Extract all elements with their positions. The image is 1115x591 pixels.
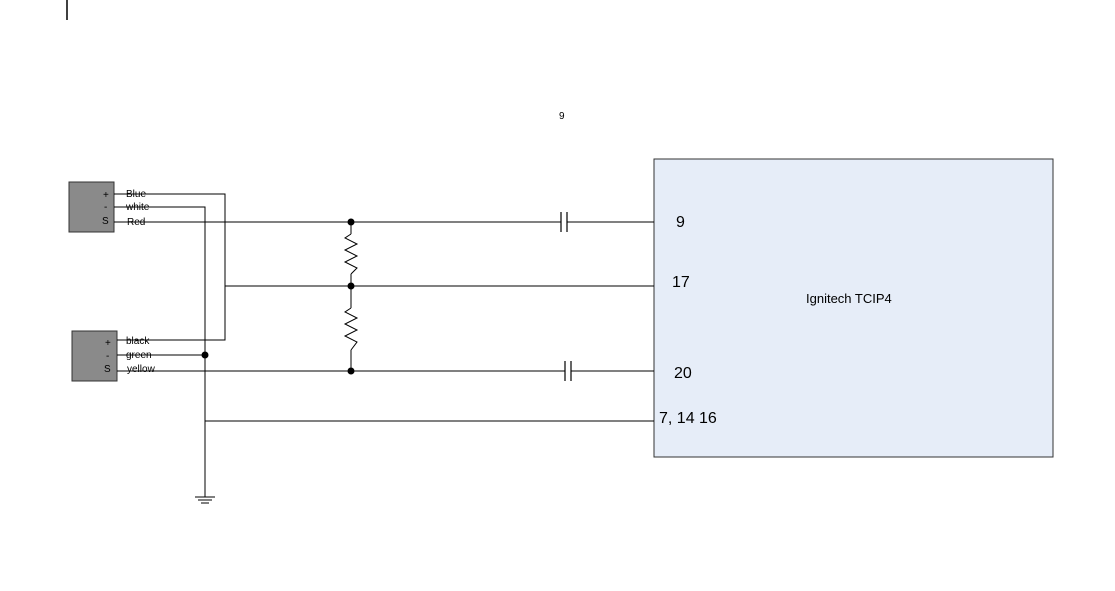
- sensor-top-signal: S: [102, 216, 109, 227]
- pin-20-label: 20: [674, 365, 692, 382]
- sensor-top-box: [68, 181, 115, 233]
- sensor-bottom-minus: -: [106, 351, 109, 362]
- ignitech-module-box: [653, 158, 1054, 458]
- module-label: Ignitech TCIP4: [806, 291, 892, 306]
- pin-17-label: 17: [672, 274, 690, 291]
- sensor-bottom-box: [71, 330, 118, 382]
- sensor-top-minus: -: [104, 202, 107, 213]
- pin-7-14-16-label: 7, 14 16: [659, 410, 717, 427]
- junction-dot-yellow: [347, 367, 355, 375]
- pin-9-label: 9: [676, 214, 685, 231]
- sensor-bottom-signal: S: [104, 364, 111, 375]
- resistor-2: [343, 307, 359, 351]
- capacitor-pin-9: [560, 212, 568, 232]
- wire-white-ground: [114, 206, 206, 497]
- resistor-1: [343, 233, 359, 275]
- sensor-bottom-plus: +: [105, 338, 111, 349]
- ground-icon: [195, 496, 215, 504]
- junction-dot-green: [201, 351, 209, 359]
- wire-blue-black: [114, 193, 226, 341]
- capacitor-pin-20: [564, 361, 572, 381]
- wire-label-black: black: [126, 336, 150, 347]
- junction-dot-17: [347, 282, 355, 290]
- sensor-top-plus: +: [103, 190, 109, 201]
- wire-label-yellow: yellow: [127, 364, 156, 375]
- wires: [114, 193, 654, 497]
- page-number: 9: [559, 111, 565, 122]
- junction-dot-red: [347, 218, 355, 226]
